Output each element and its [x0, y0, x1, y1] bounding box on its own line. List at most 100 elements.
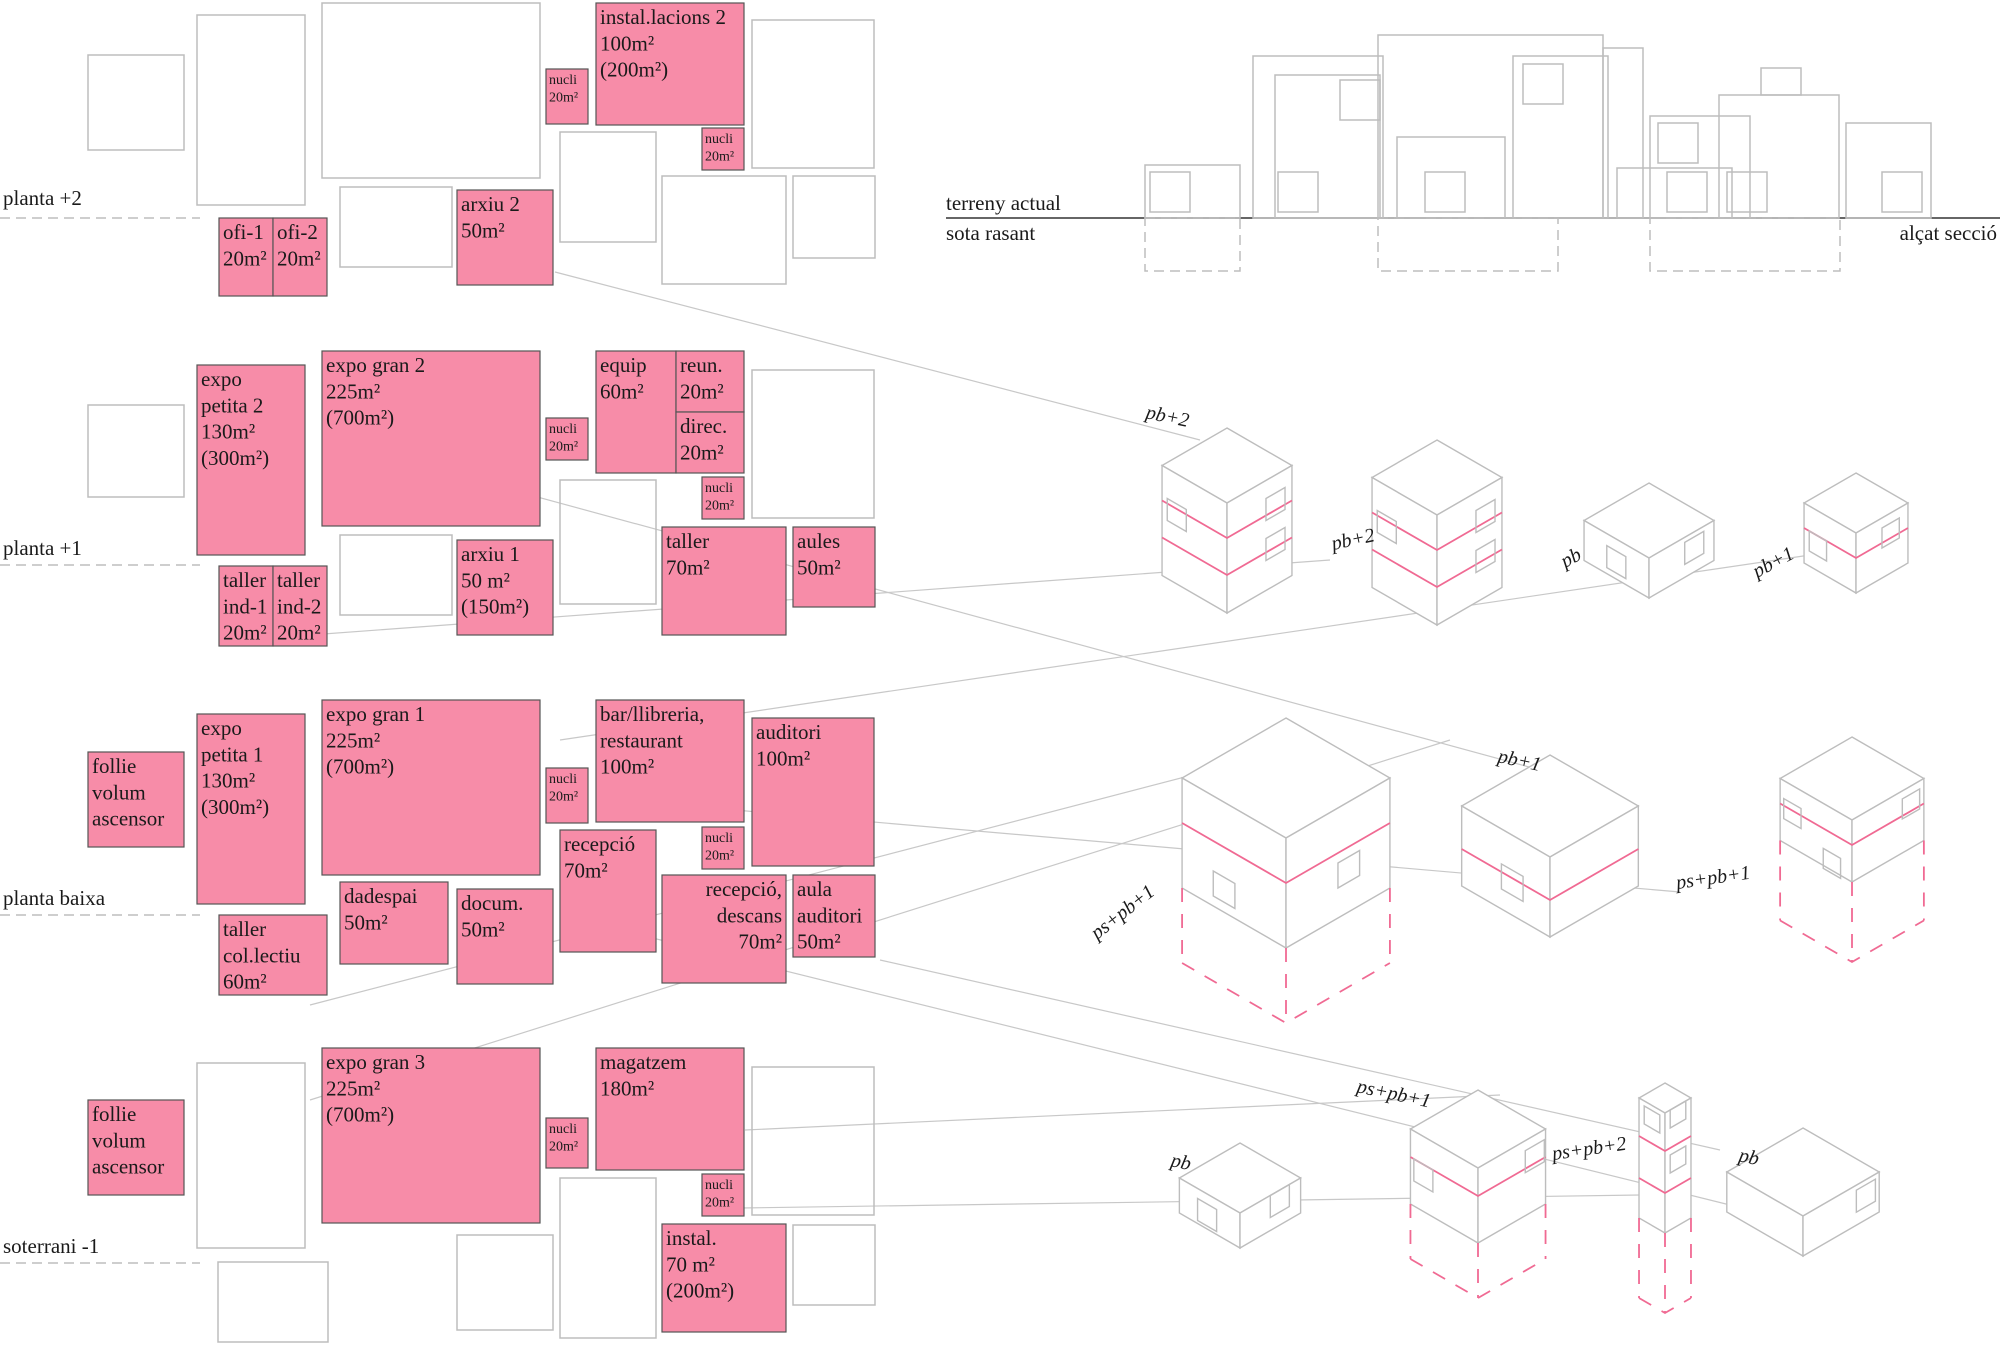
room-label: 225m²	[326, 728, 380, 752]
room-label: 50m²	[797, 555, 841, 579]
room-label: descans	[717, 903, 782, 927]
empty-module	[87, 54, 185, 151]
floor-slab-line	[1161, 536, 1293, 577]
room-box	[545, 68, 589, 125]
room-box	[87, 751, 185, 848]
room-label: 20m²	[705, 849, 734, 864]
room-label: (150m²)	[461, 595, 529, 619]
underground-dashed	[1779, 919, 1925, 964]
underground-outline	[1144, 217, 1241, 272]
room-label: volum	[92, 780, 146, 804]
room-label: aules	[797, 529, 840, 553]
room-label: taller	[666, 529, 709, 553]
room-box	[321, 1047, 541, 1224]
volume-label: ps+pb+1	[1085, 881, 1159, 946]
elevation-block	[1649, 115, 1751, 219]
room-docum: docum.50m²	[456, 888, 554, 985]
room-label: ascensor	[92, 807, 164, 831]
volume-window	[1822, 847, 1842, 880]
room-direc: direc.20m²	[675, 411, 745, 474]
room-box	[196, 713, 306, 905]
room-box	[751, 717, 875, 867]
empty-module	[196, 14, 306, 206]
room-box	[675, 350, 745, 413]
floor-slab-line	[1638, 1135, 1692, 1153]
volume-window	[1337, 849, 1361, 890]
volume-v-pb1-a	[1802, 472, 1910, 595]
volume-window	[1376, 509, 1397, 545]
room-label: 70m²	[666, 555, 710, 579]
room-label: instal.	[666, 1226, 717, 1250]
volume-window	[1265, 526, 1286, 562]
room-label: 100m²	[600, 31, 654, 55]
room-label: 225m²	[326, 1076, 380, 1100]
empty-module	[456, 1234, 554, 1331]
room-label: 20m²	[549, 790, 578, 805]
room-label: 20m²	[705, 1196, 734, 1211]
room-label: 20m²	[223, 246, 267, 270]
volume-v-pspb2	[1637, 1082, 1693, 1315]
room-label: nucli	[549, 422, 577, 437]
room-label: 225m²	[326, 379, 380, 403]
floor-slab-line	[1371, 511, 1503, 552]
room-box	[545, 417, 589, 461]
window-opening	[1881, 171, 1923, 213]
room-label: docum.	[461, 891, 523, 915]
volume-label: ps+pb+2	[1549, 1133, 1628, 1165]
empty-module	[559, 479, 657, 605]
volume-label: ps+pb+1	[1353, 1075, 1433, 1112]
underground-outline	[1649, 217, 1841, 272]
room-label: 20m²	[277, 621, 321, 645]
room-box	[559, 829, 657, 953]
room-box	[701, 476, 745, 520]
room-box	[792, 874, 876, 958]
room-box	[456, 539, 554, 636]
elevation-label: alçat secció	[1900, 221, 1997, 245]
volume-label: pb	[1167, 1149, 1193, 1175]
elevation-label: sota rasant	[946, 221, 1035, 245]
room-label: nucli	[705, 831, 733, 846]
room-label: 70m²	[738, 930, 782, 954]
volume-window	[1783, 797, 1802, 830]
volume-label: pb+1	[1747, 543, 1798, 584]
room-label: (300m²)	[201, 446, 269, 470]
empty-module	[559, 131, 657, 243]
elevation-block	[1396, 136, 1506, 219]
volume-window	[1669, 1144, 1687, 1175]
room-nucli-pbb: nucli 20m²	[701, 826, 745, 870]
volume-window	[1265, 486, 1286, 522]
room-label: bar/llibreria,	[600, 702, 704, 726]
empty-module	[196, 1062, 306, 1249]
window-opening	[1522, 63, 1564, 105]
empty-module-outlines	[87, 2, 876, 1343]
room-label: 100m²	[600, 755, 654, 779]
room-label: nucli	[705, 1178, 733, 1193]
empty-module	[339, 186, 453, 268]
room-label: equip	[600, 353, 647, 377]
room-label: 20m²	[549, 91, 578, 106]
room-box	[661, 1223, 787, 1333]
room-label: instal.lacions 2	[600, 5, 726, 29]
floor-label: planta +1	[3, 536, 82, 560]
volume-v-pb2-b	[1370, 439, 1504, 627]
room-label: 70m²	[564, 858, 608, 882]
elevation-block	[1512, 55, 1609, 219]
volume-right-face	[1802, 1170, 1880, 1258]
link-line	[744, 1094, 1501, 1131]
volume-right-face	[1549, 804, 1640, 939]
volume-v-pspb1-c	[1409, 1089, 1547, 1300]
